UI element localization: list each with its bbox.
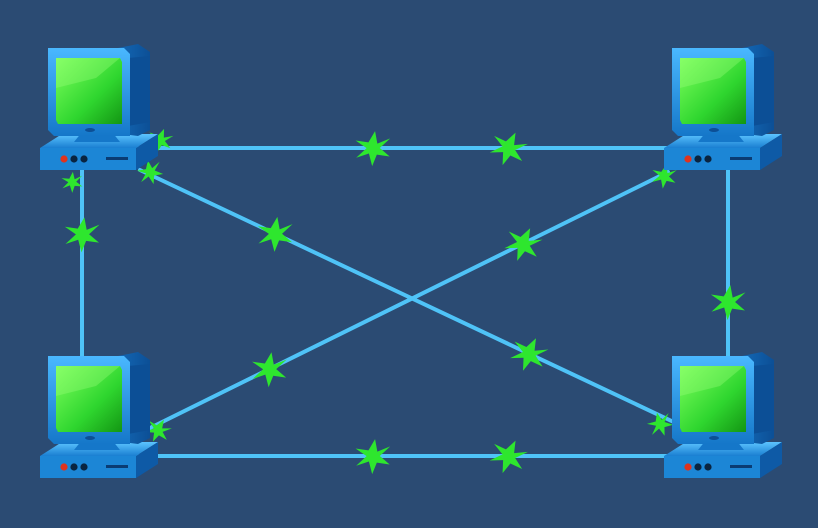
computer-icon bbox=[40, 352, 158, 478]
link-diag-up bbox=[148, 170, 670, 430]
computer-icon bbox=[664, 352, 782, 478]
network-links bbox=[80, 146, 730, 458]
data-packet-icon bbox=[499, 220, 547, 268]
data-packet-icon bbox=[248, 349, 290, 390]
computer-icon bbox=[40, 44, 158, 170]
network-nodes bbox=[40, 44, 782, 478]
computer-icon bbox=[664, 44, 782, 170]
data-packet-icon bbox=[504, 330, 553, 378]
data-packet-icon bbox=[254, 214, 296, 255]
